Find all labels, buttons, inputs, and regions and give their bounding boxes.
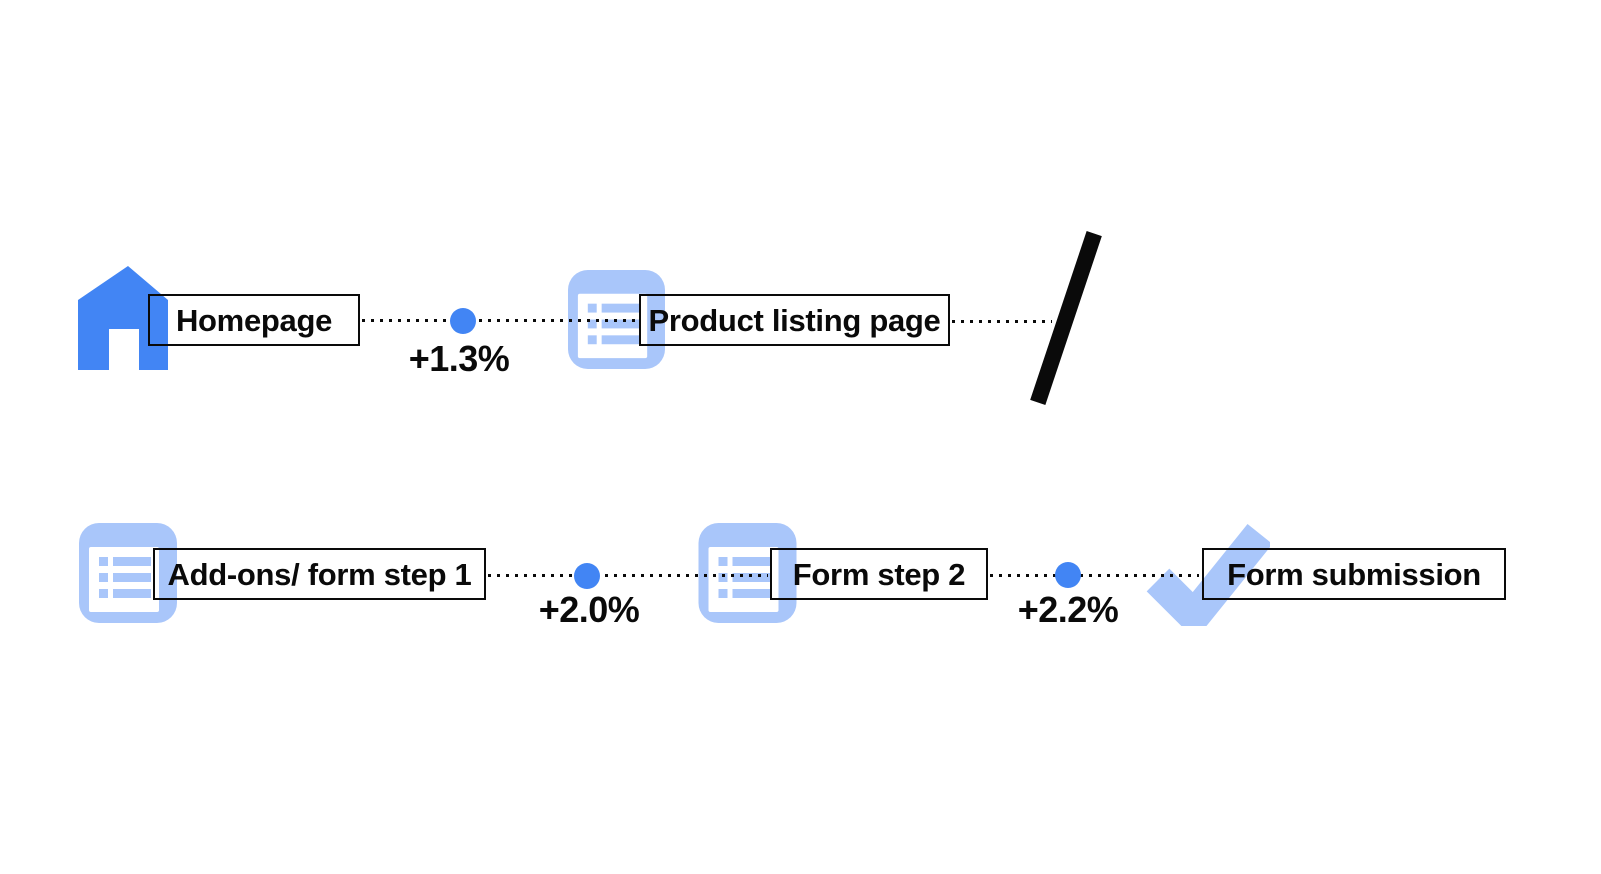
transition-dot xyxy=(450,308,476,334)
dotted-connector xyxy=(990,574,1199,577)
step-label: Form step 2 xyxy=(792,556,966,592)
step-label: Form submission xyxy=(1227,556,1481,592)
transition-dot xyxy=(574,563,600,589)
dotted-connector xyxy=(488,574,768,577)
row-break-slash xyxy=(1030,231,1102,405)
list-icon xyxy=(79,523,177,623)
dotted-connector xyxy=(362,319,637,322)
step-box-product-listing-page: Product listing page xyxy=(639,294,950,346)
transition-delta-label: +2.2% xyxy=(1017,589,1119,630)
transition-delta-label: +2.0% xyxy=(538,589,640,630)
step-box-form-step-2: Form step 2 xyxy=(770,548,988,600)
step-box-addons-form-step-1: Add-ons/ form step 1 xyxy=(153,548,486,600)
step-label: Homepage xyxy=(175,302,333,338)
step-label: Product listing page xyxy=(648,302,941,338)
step-box-homepage: Homepage xyxy=(148,294,360,346)
step-label: Add-ons/ form step 1 xyxy=(167,556,472,592)
dotted-connector xyxy=(952,320,1052,323)
check-icon xyxy=(1146,523,1270,626)
step-box-form-submission: Form submission xyxy=(1202,548,1506,600)
transition-delta-label: +1.3% xyxy=(408,338,510,379)
home-icon xyxy=(78,266,168,370)
transition-dot xyxy=(1055,562,1081,588)
